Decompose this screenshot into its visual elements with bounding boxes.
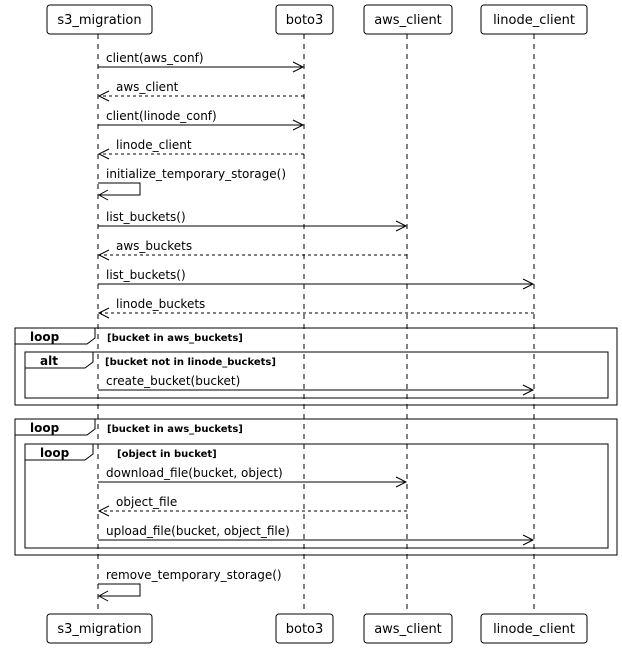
message-return: object_file (97, 495, 407, 517)
message-label: linode_buckets (116, 297, 205, 311)
arrow-head (395, 220, 408, 232)
participant-box (46, 4, 153, 35)
message-call: download_file(bucket, object) (98, 466, 408, 488)
fragment-guard: [object in bucket] (117, 449, 217, 460)
participant-box (480, 613, 588, 644)
fragment-loop: loop [bucket in aws_buckets] (14, 327, 618, 406)
fragment-frame (14, 418, 618, 556)
message-label: client(linode_conf) (106, 109, 217, 123)
participant-boto3-top: boto3 (275, 4, 334, 35)
message-label: list_buckets() (106, 268, 186, 282)
message-call: list_buckets() (98, 268, 535, 290)
message-self: remove_temporary_storage() (97, 568, 282, 602)
fragment-kind: loop (30, 330, 60, 344)
message-return: linode_client (97, 138, 304, 160)
participant-box (275, 613, 334, 644)
participant-linode_client-top: linode_client (480, 4, 588, 35)
message-label: aws_buckets (116, 239, 192, 253)
participant-box (46, 613, 153, 644)
participant-box (363, 4, 453, 35)
arrow-head (97, 590, 109, 602)
fragment-guard: [bucket not in linode_buckets] (105, 357, 276, 368)
fragment-loop: loop [object in bucket] (24, 443, 609, 549)
participant-label: linode_client (493, 622, 575, 637)
participant-label: aws_client (374, 622, 442, 637)
fragment-frame (24, 443, 609, 549)
message-return: aws_buckets (97, 239, 407, 261)
message-label: list_buckets() (106, 210, 186, 224)
message-label: linode_client (116, 138, 192, 152)
fragment-guard: [bucket in aws_buckets] (107, 333, 243, 344)
arrow-head (292, 61, 305, 73)
message-label: download_file(bucket, object) (106, 466, 283, 480)
fragment-kind: loop (40, 446, 70, 460)
participant-label: s3_migration (57, 13, 141, 28)
participant-linode_client-bottom: linode_client (480, 613, 588, 644)
message-label: initialize_temporary_storage() (106, 167, 286, 181)
participant-box (363, 613, 453, 644)
message-line (98, 182, 141, 196)
participant-label: boto3 (286, 622, 324, 637)
message-return: linode_buckets (97, 297, 534, 319)
participant-label: s3_migration (57, 622, 141, 637)
arrow-head (522, 534, 535, 546)
participant-box (480, 4, 588, 35)
arrow-head (97, 189, 109, 201)
message-call: create_bucket(bucket) (98, 374, 535, 396)
fragment-kind: loop (30, 421, 60, 435)
participant-aws_client-bottom: aws_client (363, 613, 453, 644)
participant-label: aws_client (374, 13, 442, 28)
fragment-tab (14, 327, 96, 345)
arrow-head (522, 384, 535, 396)
fragment-tab (24, 351, 94, 369)
message-label: create_bucket(bucket) (106, 374, 240, 388)
arrow-head (97, 249, 110, 261)
fragment-alt: alt [bucket not in linode_buckets] (24, 351, 609, 399)
message-label: remove_temporary_storage() (106, 568, 282, 582)
arrow-head (522, 278, 535, 290)
message-label: client(aws_conf) (106, 51, 204, 65)
fragment-guard: [bucket in aws_buckets] (107, 424, 243, 435)
participant-aws_client-top: aws_client (363, 4, 453, 35)
message-call: client(aws_conf) (98, 51, 305, 73)
fragment-tab (14, 418, 96, 436)
arrow-head (97, 148, 110, 160)
arrow-head (97, 505, 110, 517)
fragment-frame (14, 327, 618, 406)
message-return: aws_client (97, 80, 304, 102)
arrow-head (292, 119, 305, 131)
message-line (98, 583, 141, 597)
message-self: initialize_temporary_storage() (97, 167, 286, 201)
message-label: object_file (116, 495, 177, 509)
arrow-head (97, 307, 110, 319)
participant-label: linode_client (493, 13, 575, 28)
participant-boto3-bottom: boto3 (275, 613, 334, 644)
message-call: upload_file(bucket, object_file) (98, 524, 535, 546)
fragment-frame (24, 351, 609, 399)
fragment-tab (24, 443, 94, 461)
fragment-kind: alt (40, 354, 58, 368)
message-call: client(linode_conf) (98, 109, 305, 131)
message-label: aws_client (116, 80, 179, 94)
message-call: list_buckets() (98, 210, 408, 232)
participant-label: boto3 (286, 13, 324, 28)
message-label: upload_file(bucket, object_file) (106, 524, 290, 538)
arrow-head (97, 90, 110, 102)
participant-s3_migration-bottom: s3_migration (46, 613, 153, 644)
participant-box (275, 4, 334, 35)
participant-s3_migration-top: s3_migration (46, 4, 153, 35)
arrow-head (395, 476, 408, 488)
fragment-loop: loop [bucket in aws_buckets] (14, 418, 618, 556)
